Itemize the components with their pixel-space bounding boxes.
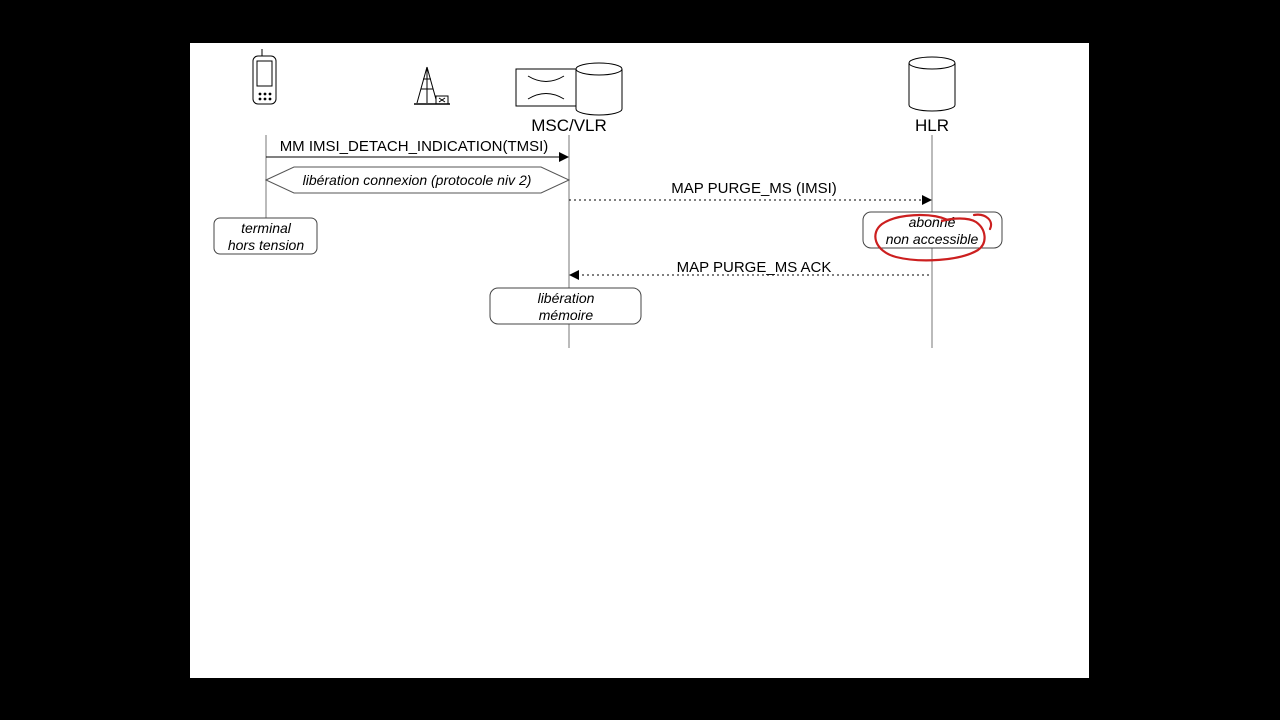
svg-text:MM IMSI_DETACH_INDICATION(TMSI: MM IMSI_DETACH_INDICATION(TMSI) (280, 138, 549, 155)
base-station-antenna-icon (414, 66, 450, 105)
message-liberation-connexion: libération connexion (protocole niv 2) (264, 166, 571, 194)
database-icon (575, 62, 623, 116)
note-liberation-memoire: libération mémoire (489, 287, 642, 325)
sequence-diagram: MSC/VLR HLR MM IMSI_DETACH_INDICATION(TM… (213, 49, 1003, 348)
note-terminal-hors-tension: terminal hors tension (213, 217, 318, 255)
svg-text:libération: libération (538, 290, 595, 306)
node-label-hlr: HLR (915, 116, 949, 135)
message-imsi-detach: MM IMSI_DETACH_INDICATION(TMSI) (266, 138, 569, 162)
svg-text:terminal: terminal (241, 220, 292, 236)
svg-text:MAP PURGE_MS ACK: MAP PURGE_MS ACK (677, 259, 832, 276)
svg-text:non accessible: non accessible (886, 231, 979, 247)
svg-text:mémoire: mémoire (539, 307, 594, 323)
svg-text:MAP PURGE_MS (IMSI): MAP PURGE_MS (IMSI) (671, 180, 837, 197)
message-purge-ms-ack: MAP PURGE_MS ACK (569, 259, 932, 280)
node-label-msc-vlr: MSC/VLR (531, 116, 607, 135)
note-abonne-non-accessible: abonné non accessible (862, 211, 1003, 249)
msc-switch-icon (515, 68, 578, 107)
svg-text:hors tension: hors tension (228, 237, 304, 253)
mobile-phone-icon (252, 49, 277, 105)
svg-text:libération connexion (protocol: libération connexion (protocole niv 2) (303, 172, 532, 188)
message-purge-ms: MAP PURGE_MS (IMSI) (569, 180, 932, 205)
red-annotation-circle (874, 213, 993, 262)
slide: MSC/VLR HLR MM IMSI_DETACH_INDICATION(TM… (190, 43, 1089, 678)
hlr-database-icon (908, 56, 956, 112)
